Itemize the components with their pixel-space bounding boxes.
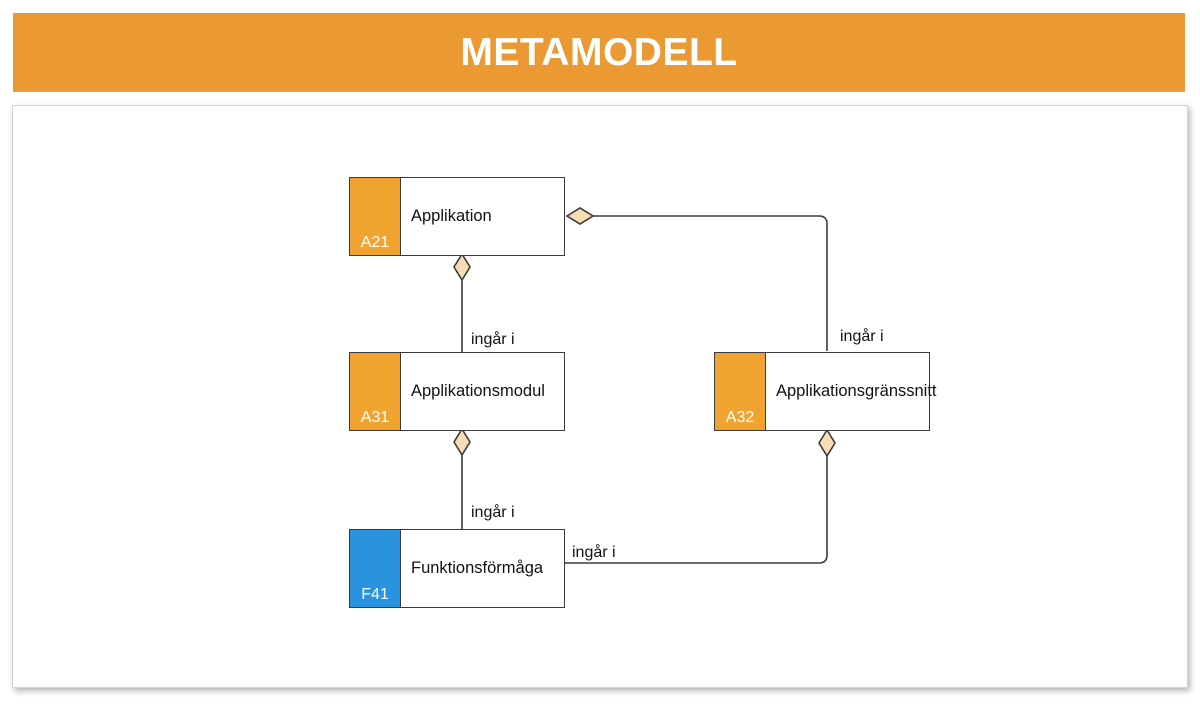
content-panel: ingår i ingår i ingår i ingår i A21 Appl… [12,105,1188,688]
edge-label-f41-a32: ingår i [572,544,616,561]
page-title: METAMODELL [460,31,738,74]
node-label-applikationsmodul: Applikationsmodul [411,382,545,400]
node-body-a31: Applikationsmodul [401,353,564,430]
node-applikationsmodul[interactable]: A31 Applikationsmodul [349,352,565,431]
node-code-f41: F41 [361,586,389,604]
node-body-a21: Applikation [401,178,564,255]
edge-a31-a21 [453,252,471,356]
aggregation-diamond-icon [453,252,471,282]
node-tab-a21: A21 [350,178,401,255]
node-tab-a31: A31 [350,353,401,430]
node-applikation[interactable]: A21 Applikation [349,177,565,256]
node-body-f41: Funktionsförmåga [401,530,564,607]
edge-f41-a31 [453,427,471,529]
node-code-a32: A32 [725,409,755,427]
aggregation-diamond-icon [453,427,471,457]
node-funktionsformaga[interactable]: F41 Funktionsförmåga [349,529,565,608]
edge-layer [453,207,836,564]
node-body-a32: Applikationsgränssnitt [766,353,937,430]
node-label-applikation: Applikation [411,207,492,225]
node-code-a21: A21 [360,234,390,252]
node-label-applikationsgranssnitt: Applikationsgränssnitt [776,382,937,400]
edge-label-f41-a31: ingår i [471,504,515,521]
edge-a32-a21 [565,207,828,351]
edge-label-a32-a21: ingår i [840,328,884,345]
aggregation-diamond-icon [565,207,595,225]
node-code-a31: A31 [360,409,390,427]
node-label-funktionsformaga: Funktionsförmåga [411,559,544,577]
node-tab-f41: F41 [350,530,401,607]
node-tab-a32: A32 [715,353,766,430]
title-banner: METAMODELL [13,13,1185,92]
aggregation-diamond-icon [818,428,836,458]
metamodel-diagram: ingår i ingår i ingår i ingår i A21 Appl… [13,106,1189,689]
edge-label-a31-a21: ingår i [471,331,515,348]
node-applikationsgranssnitt[interactable]: A32 Applikationsgränssnitt [714,352,937,431]
